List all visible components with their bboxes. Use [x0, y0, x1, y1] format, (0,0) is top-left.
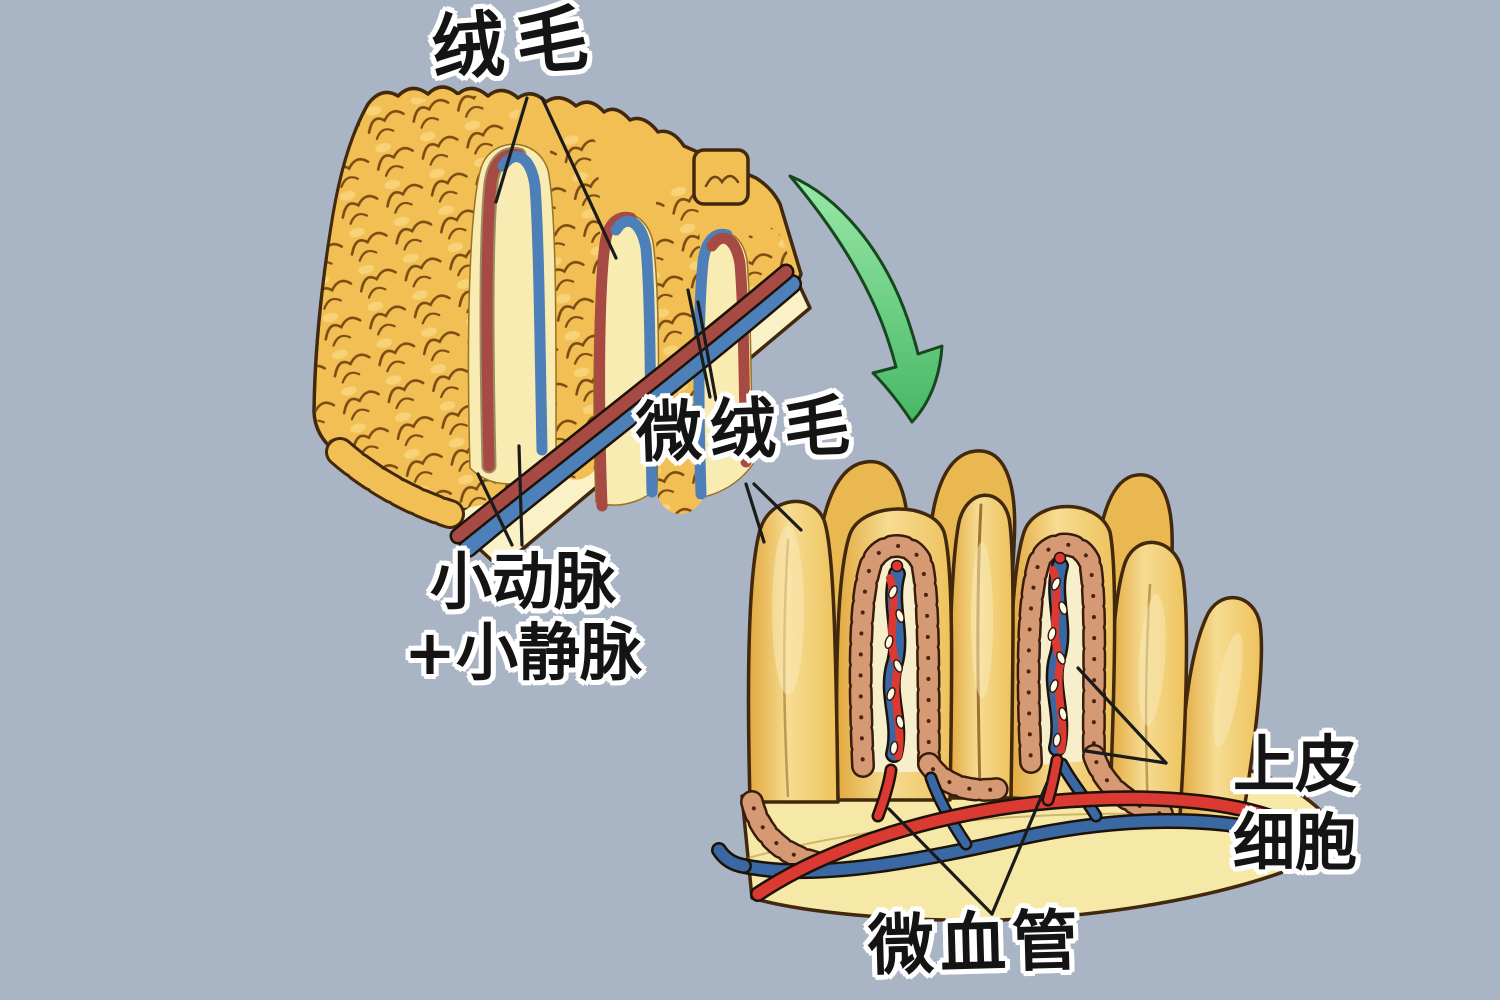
capillary-core: [1045, 551, 1070, 757]
leader-line-villi: [540, 96, 618, 260]
artery-vessel: [750, 753, 1314, 902]
label-arteriole-line1: 小动脉: [429, 545, 616, 618]
villus-cross-section-1: [479, 146, 548, 474]
label-microvilli: 微绒毛: [634, 387, 860, 472]
leader-lines: [476, 96, 1168, 916]
label-arteriole-venule: 小动脉 +小静脉: [378, 546, 668, 689]
leader-line-epithelial: [1084, 749, 1168, 765]
epithelial-bead-chain: [1016, 532, 1174, 826]
label-venule-line2: +小静脉: [404, 616, 642, 690]
leader-line-microvilli: [744, 482, 766, 544]
label-epithelial-cells: 上皮 细胞: [1190, 726, 1400, 881]
leader-line-microvilli: [752, 482, 803, 532]
capillary-core: [882, 559, 907, 763]
label-villi: 绒毛: [429, 0, 603, 91]
magnify-cube: [692, 148, 750, 206]
leader-line-microvilli: [696, 300, 718, 402]
epithelial-bead-chain: [848, 534, 1016, 802]
label-capillary: 微血管: [867, 902, 1085, 985]
label-epithelial-line1: 上皮: [1232, 728, 1357, 801]
villi-texture-column: [550, 130, 602, 480]
venule-band: [458, 274, 802, 558]
leader-line-epithelial: [1076, 666, 1168, 765]
villi-fringe: [325, 437, 465, 529]
leader-line-villi: [494, 96, 529, 204]
zoom-arrow-icon: [788, 174, 944, 424]
label-epithelial-line2: 细胞: [1232, 805, 1357, 879]
leader-line-microvilli: [686, 288, 712, 399]
leader-line-venule: [517, 444, 524, 547]
vein-vessel: [711, 757, 1306, 880]
arteriole-band: [449, 263, 795, 545]
arteriole-loop: [706, 232, 752, 468]
leader-line-capillary: [990, 781, 1049, 916]
venule-loop: [497, 151, 548, 456]
leader-line-capillary: [887, 807, 994, 916]
magnified-villi-illustration: [711, 449, 1322, 922]
intestinal-wall-illustration: [312, 85, 812, 570]
leader-line-arteriole: [476, 472, 514, 547]
venule-loop: [610, 215, 658, 498]
villus-cross-section-3: [693, 228, 752, 500]
